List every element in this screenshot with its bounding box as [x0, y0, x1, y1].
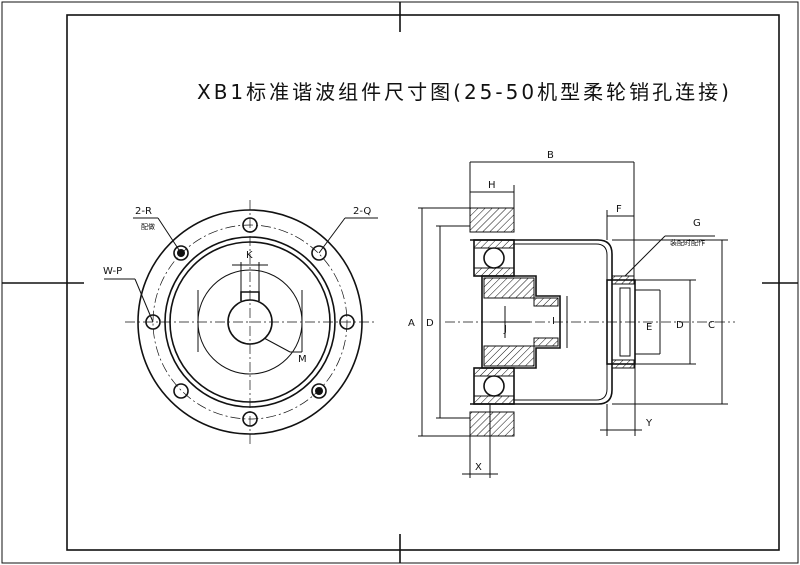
- dim-x: X: [475, 462, 482, 473]
- dim-b: B: [547, 150, 554, 161]
- circular-spline-lower: [469, 411, 515, 437]
- dim-g: G: [693, 218, 701, 229]
- dim-d-left: D: [426, 318, 434, 329]
- dim-j: J: [503, 324, 507, 335]
- front-view: K M 2-R 配做 2-Q W-P: [103, 200, 378, 445]
- bolt-holes: [145, 217, 355, 427]
- wave-generator-hub: [481, 275, 561, 369]
- side-view: B H F G 装配时配作 A D I J E D: [408, 150, 735, 478]
- dim-a: A: [408, 318, 415, 329]
- dim-y: Y: [645, 418, 653, 429]
- dim-c: C: [708, 320, 715, 331]
- dim-f: F: [616, 204, 622, 215]
- label-w-p: W-P: [103, 266, 122, 277]
- drawing-title: XB1标准谐波组件尺寸图(25-50机型柔轮销孔连接): [197, 80, 732, 104]
- dim-m: M: [298, 354, 307, 365]
- dim-d-right: D: [676, 320, 684, 331]
- circular-spline-upper: [469, 207, 515, 233]
- label-pin-hole-note: 配做: [141, 222, 155, 231]
- dim-e: E: [646, 322, 652, 333]
- dim-h: H: [488, 180, 496, 191]
- pin-hole-bottom: [315, 387, 323, 395]
- dim-i: I: [552, 316, 555, 327]
- flexspline-cup: [514, 239, 613, 405]
- g-assembly-note: 装配时配作: [670, 238, 705, 247]
- label-2-r: 2-R: [135, 206, 152, 217]
- label-2-q: 2-Q: [353, 206, 371, 217]
- dim-k: K: [246, 250, 253, 261]
